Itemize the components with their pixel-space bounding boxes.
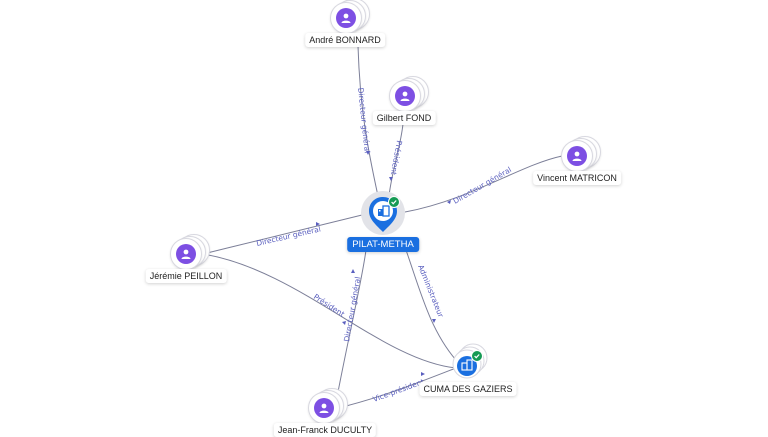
check-icon [474,354,480,359]
person-name-jeremie: Jérémie PEILLON [145,269,227,283]
person-icon [395,86,415,106]
edge-label-vincent: Directeur général [452,165,513,206]
edge-jeanfranck-pilat [337,249,367,393]
person-name-andre: André BONNARD [305,33,385,47]
edge-label-gilbert: Président [389,140,404,176]
edge-gilbert-pilat [388,123,404,197]
arrow-jeremie-pres [342,321,346,325]
company-name-pilat[interactable]: PILAT-METHA [347,237,419,252]
verified-badge-cuma [471,350,483,362]
edge-andre-pilat [357,45,379,197]
arrow-jeremie-dg [316,222,320,226]
check-icon [391,200,397,205]
person-icon [314,398,334,418]
edge-jeremie-cuma [202,253,457,369]
edge-label-jeremie-pres: Président [312,292,346,319]
arrow-cuma-admin [432,319,436,323]
edge-cuma-pilat [405,249,457,361]
edge-vincent-pilat [404,155,563,213]
building-icon [461,359,473,371]
arrow-andre [366,151,370,155]
person-icon [567,146,587,166]
person-icon [176,244,196,264]
edge-label-jeanfranck-vp: Vice-président [372,377,426,404]
company-name-cuma[interactable]: CUMA DES GAZIERS [419,382,517,396]
verified-badge-pilat [388,196,400,208]
edge-jeanfranck-cuma [337,367,457,409]
arrow-jeanfranck-dg [351,269,355,273]
company-node-pilat[interactable] [361,191,405,235]
edge-jeremie-pilat [202,214,363,255]
edge-label-jeanfranck-dg: Directeur général [342,276,362,342]
edge-label-jeremie-dg: Directeur général [255,224,321,248]
person-name-vincent: Vincent MATRICON [533,171,621,185]
edge-label-andre: Directeur général [356,87,372,153]
company-node-cuma[interactable] [452,343,488,379]
arrow-vincent [447,200,451,204]
person-name-jeanfranck: Jean-Franck DUCULTY [273,423,377,437]
arrow-gilbert [389,177,393,181]
building-icon [378,205,390,217]
person-icon [336,8,356,28]
arrow-jeanfranck-vp [421,372,425,376]
person-name-gilbert: Gilbert FOND [372,111,436,125]
